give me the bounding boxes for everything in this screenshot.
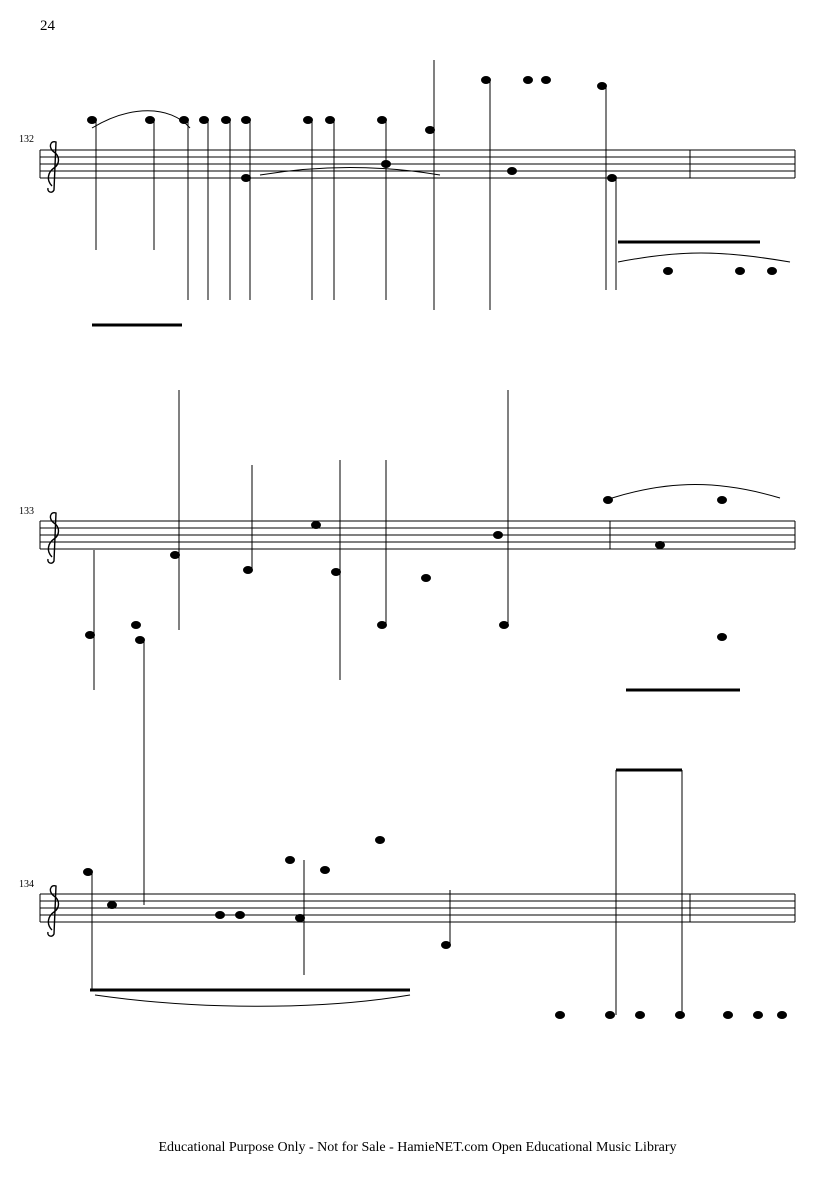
notes-system-1 (87, 60, 791, 327)
notes-system-3 (83, 636, 787, 1019)
staff-system-2 (39, 520, 796, 550)
staff-system-3 (39, 893, 796, 923)
treble-clef-3 (47, 884, 60, 937)
measure-number-133: 133 (19, 506, 34, 517)
treble-clef-2 (47, 511, 60, 564)
measure-number-132: 132 (19, 134, 34, 145)
notes-system-2 (85, 390, 781, 692)
footer-notice: Educational Purpose Only - Not for Sale … (158, 1140, 677, 1155)
page-number: 24 (40, 18, 55, 34)
measure-number-134: 134 (19, 879, 34, 890)
staff-system-1 (39, 149, 796, 179)
treble-clef-1 (47, 140, 60, 193)
